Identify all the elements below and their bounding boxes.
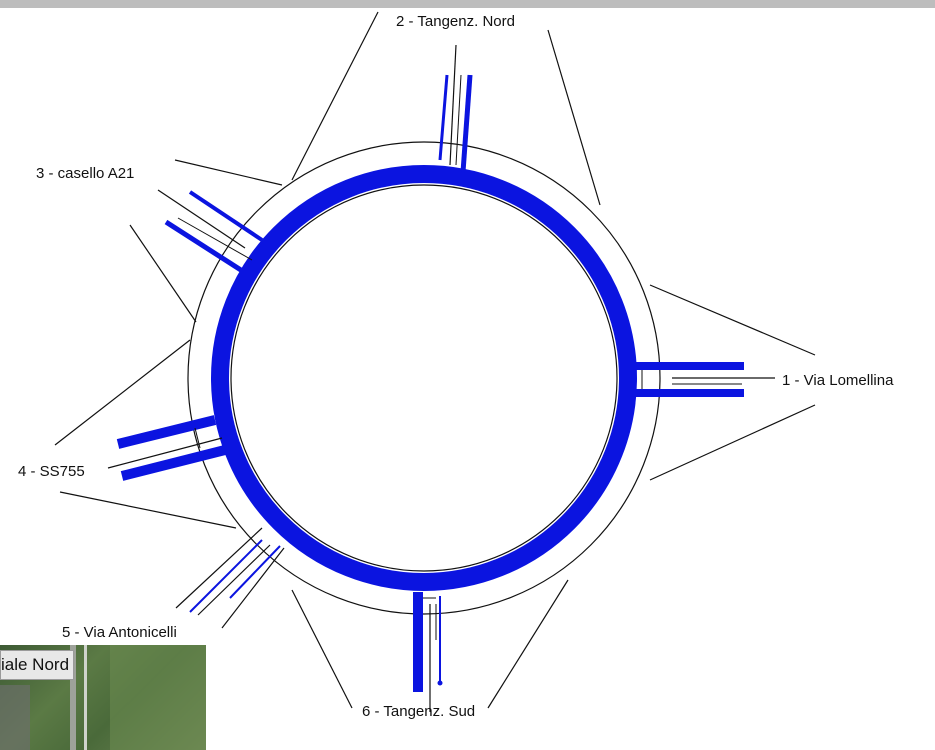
inset-label: iale Nord [0, 650, 75, 680]
inset-area [0, 685, 30, 750]
arm-2-tangenz-nord [291, 11, 601, 206]
inset-road-marking [84, 645, 87, 750]
arm-5-label: 5 - Via Antonicelli [62, 624, 177, 641]
arm-4-ss755 [54, 339, 237, 529]
arm-4-label: 4 - SS755 [18, 463, 85, 480]
arm-6-tangenz-sud [291, 579, 569, 712]
outer-ring [187, 141, 661, 615]
flow-ring [211, 165, 637, 591]
arm-5-via-antonicelli [175, 527, 285, 629]
top-border-bar [0, 0, 935, 8]
arm-2-label: 2 - Tangenz. Nord [396, 13, 515, 30]
arm-6-label: 6 - Tangenz. Sud [362, 703, 475, 720]
inset-road [70, 645, 76, 750]
inner-island [230, 184, 618, 572]
arm-1-label: 1 - Via Lomellina [782, 372, 894, 389]
arm-3-label: 3 - casello A21 [36, 165, 134, 182]
aerial-photo-inset [0, 645, 206, 750]
arm-3-casello-a21 [129, 159, 283, 323]
inset-field [110, 645, 206, 750]
arm-1-via-lomellina [628, 284, 816, 481]
